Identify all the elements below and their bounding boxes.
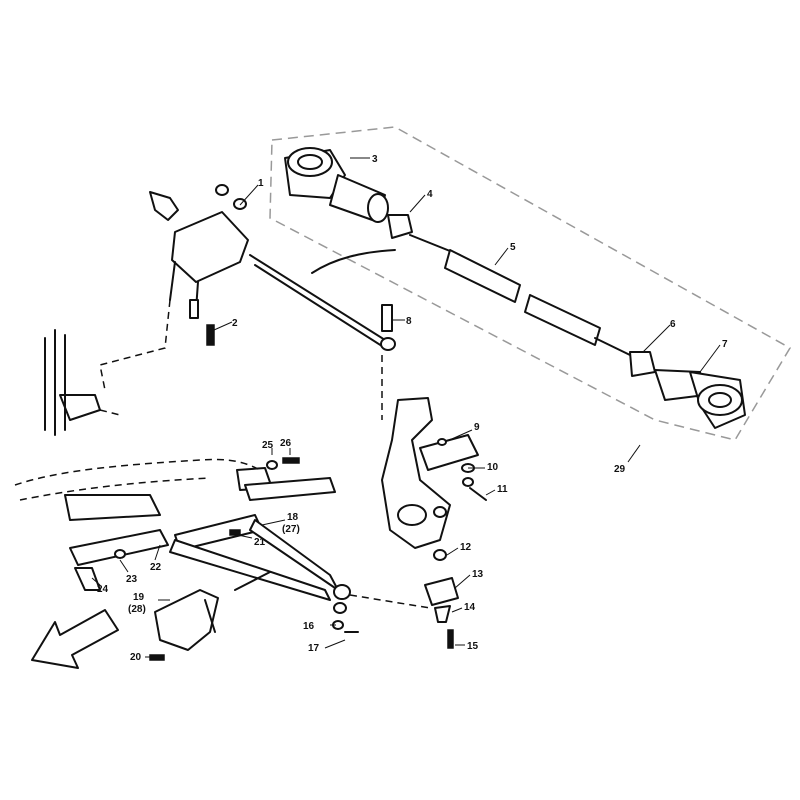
callout-8: 8 [406, 316, 412, 327]
callout-18: 18 [287, 512, 299, 523]
callout-11: 11 [497, 484, 508, 495]
callout-4: 4 [427, 189, 433, 200]
callout-12: 12 [460, 542, 472, 553]
drag-link-rod [249, 254, 396, 351]
callout-10: 10 [487, 462, 499, 473]
callout-13: 13 [472, 569, 484, 580]
callout-9: 9 [474, 422, 480, 433]
callout-6: 6 [670, 319, 676, 330]
callout-18-alt: (27) [282, 524, 300, 535]
callout-20: 20 [130, 652, 142, 663]
callout-29: 29 [614, 464, 626, 475]
tie-rod-assembly [284, 147, 746, 429]
skid-plate [149, 571, 271, 661]
leader-lines [91, 157, 721, 658]
callout-23: 23 [126, 574, 138, 585]
stabilizer-bar [14, 457, 336, 521]
steering-knuckle [381, 355, 487, 649]
callout-19-alt: (28) [128, 604, 146, 615]
callout-19: 19 [133, 592, 145, 603]
callout-7: 7 [722, 339, 728, 350]
callout-22: 22 [150, 562, 162, 573]
lower-control-arm [69, 514, 431, 633]
steering-bracket [99, 184, 249, 391]
callout-17: 17 [308, 643, 320, 654]
tie-rod-detail-box [269, 126, 792, 441]
callout-16: 16 [303, 621, 315, 632]
callout-5: 5 [510, 242, 516, 253]
callout-25: 25 [262, 440, 274, 451]
callout-3: 3 [372, 154, 378, 165]
callout-1: 1 [258, 178, 264, 189]
front-direction-arrow-icon [31, 609, 119, 669]
callout-2: 2 [232, 318, 238, 329]
callout-21: 21 [254, 537, 266, 548]
callout-26: 26 [280, 438, 292, 449]
callout-labels: 1 2 3 4 5 6 7 8 9 10 11 12 13 14 15 16 1… [97, 154, 728, 663]
frame-left [44, 329, 121, 436]
callout-24: 24 [97, 584, 109, 595]
callout-15: 15 [467, 641, 479, 652]
callout-14: 14 [464, 602, 476, 613]
